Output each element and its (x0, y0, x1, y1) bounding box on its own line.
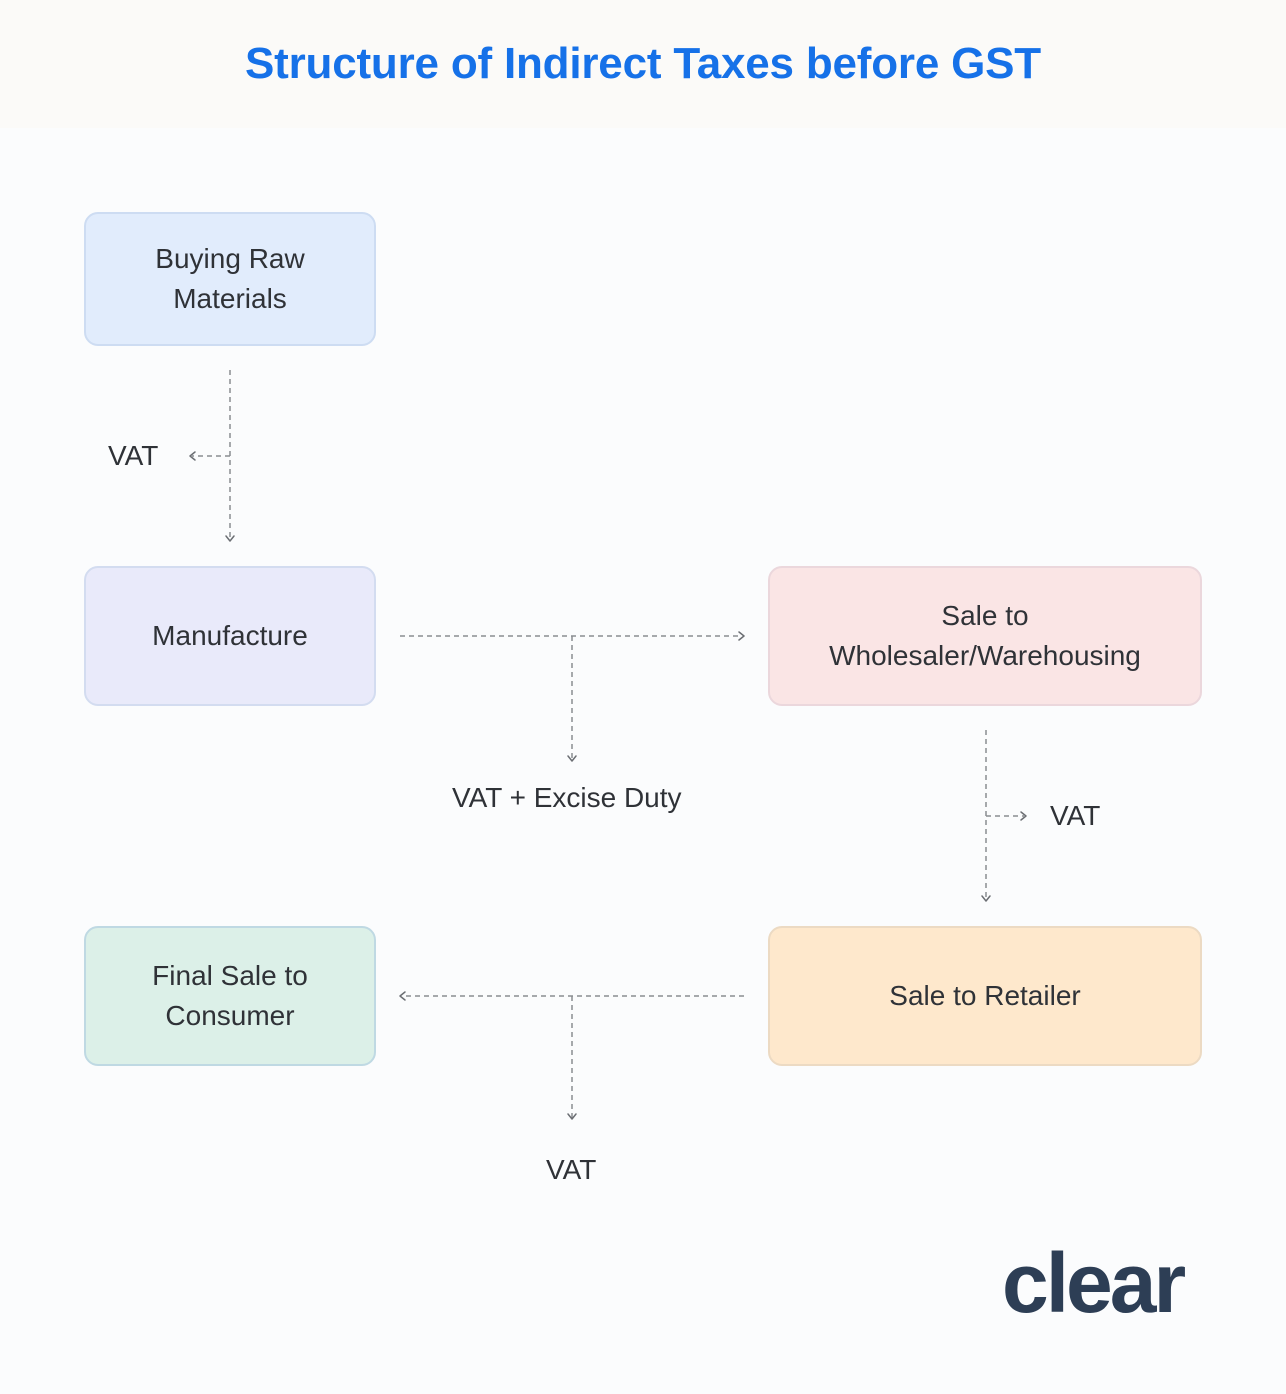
arrowhead-left-icon (189, 451, 196, 461)
node-label: Final Sale to Consumer (152, 960, 308, 1031)
arrowhead-right-icon (1020, 811, 1027, 821)
node-label: Manufacture (152, 620, 308, 651)
node-label: Sale to Retailer (889, 980, 1081, 1011)
arrowhead-down-icon (981, 895, 991, 902)
tax-label-vat-wholesaler: VAT (1050, 800, 1101, 831)
node-sale-to-retailer: Sale to Retailer (768, 926, 1202, 1066)
node-final-sale-to-consumer: Final Sale to Consumer (84, 926, 376, 1066)
arrowhead-right-icon (738, 631, 745, 641)
tax-label-vat-retailer: VAT (546, 1154, 597, 1185)
node-manufacture: Manufacture (84, 566, 376, 706)
page-title: Structure of Indirect Taxes before GST (245, 39, 1041, 88)
header-banner: Structure of Indirect Taxes before GST (0, 0, 1286, 128)
clear-logo: clear (1002, 1236, 1186, 1330)
node-label: Buying Raw Materials (155, 243, 305, 314)
arrowhead-down-icon (225, 535, 235, 542)
node-sale-to-wholesaler: Sale to Wholesaler/Warehousing (768, 566, 1202, 706)
arrowhead-down-icon (567, 755, 577, 762)
tax-label-vat-excise: VAT + Excise Duty (452, 782, 682, 813)
node-buying-raw-materials: Buying Raw Materials (84, 212, 376, 346)
tax-label-vat-raw: VAT (108, 440, 159, 471)
arrowhead-down-icon (567, 1113, 577, 1120)
node-label: Sale to Wholesaler/Warehousing (829, 600, 1141, 671)
arrowhead-left-icon (399, 991, 406, 1001)
